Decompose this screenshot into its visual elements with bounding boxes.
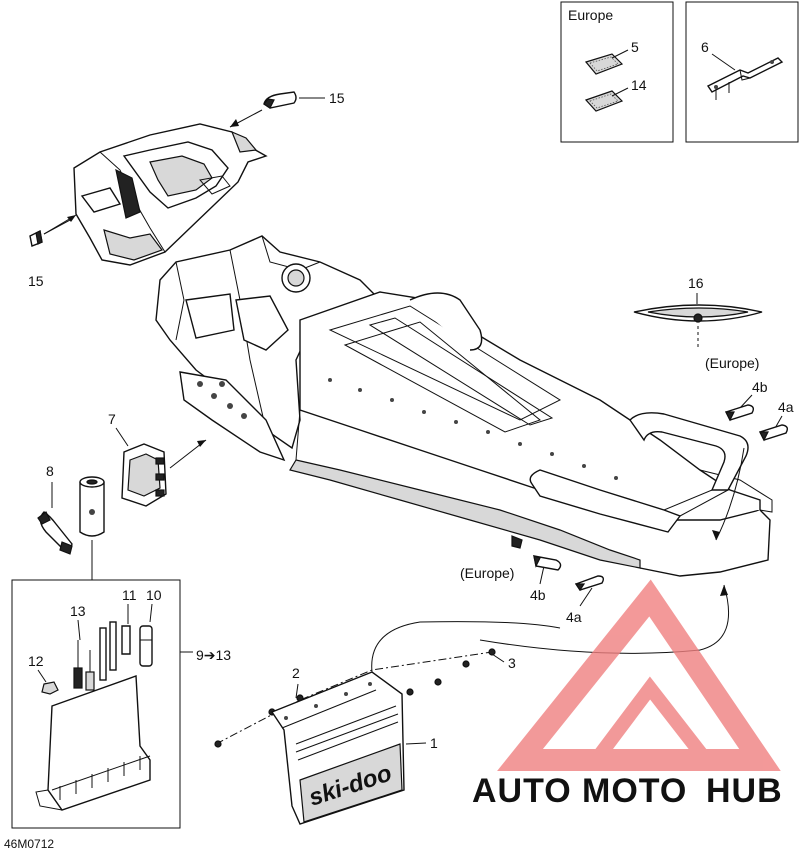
- callout-4b-right: 4b: [752, 379, 768, 395]
- callout-15-top: 15: [329, 90, 345, 106]
- callout-europe-right: (Europe): [705, 355, 759, 371]
- watermark-hub: HUB: [706, 772, 783, 810]
- fasteners: [214, 648, 496, 748]
- callout-8: 8: [46, 463, 54, 479]
- strip-4a-right: [759, 424, 789, 442]
- watermark-auto: AUTO: [472, 772, 572, 810]
- callout-4a-right: 4a: [778, 399, 794, 415]
- callout-1: 1: [430, 735, 438, 751]
- drawing-code: 46M0712: [4, 837, 54, 851]
- watermark-text: AUTO MOTO HUB: [472, 772, 783, 810]
- callout-9-13: 9➔13: [196, 647, 231, 663]
- strap-8: [37, 511, 73, 555]
- callout-4a-left: 4a: [566, 609, 582, 625]
- callout-5: 5: [631, 39, 639, 55]
- nut-12: [41, 681, 59, 695]
- emblem-16: [633, 304, 763, 323]
- front-body-panel: [73, 123, 268, 266]
- callout-11: 11: [122, 587, 137, 603]
- tool-bag: [79, 476, 105, 537]
- callout-16: 16: [688, 275, 704, 291]
- callout-3: 3: [508, 655, 516, 671]
- callout-2: 2: [292, 665, 300, 681]
- bracket-6: [706, 57, 784, 100]
- seat-pad-left: [29, 229, 43, 247]
- seat-pad-top: [263, 91, 297, 109]
- callout-14: 14: [631, 77, 647, 93]
- wrench-11: [99, 621, 131, 681]
- callout-12: 12: [28, 653, 44, 669]
- chassis-frame: [155, 235, 773, 577]
- cover-7: [121, 443, 167, 507]
- screwdriver: [73, 640, 83, 689]
- tool-kit-box: 9➔13 13 11 10 12: [11, 579, 231, 829]
- fuse-holder-10: [139, 625, 153, 667]
- strip-4a-left: [574, 575, 605, 592]
- callout-4b-left: 4b: [530, 587, 546, 603]
- strip-4b-left: [533, 555, 562, 571]
- inset-europe: Europe 5 14: [560, 1, 674, 143]
- inset-bracket: 6: [685, 1, 799, 143]
- watermark-logo: [497, 579, 781, 771]
- screwdriver-2: [85, 650, 95, 691]
- inset-europe-title: Europe: [568, 7, 613, 23]
- callout-10: 10: [146, 587, 162, 603]
- callout-europe-left: (Europe): [460, 565, 514, 581]
- callout-7: 7: [108, 411, 116, 427]
- snow-flap-1: ski-doo: [270, 671, 405, 825]
- callout-6: 6: [701, 39, 709, 55]
- callout-15-left: 15: [28, 273, 44, 289]
- decal-5: [584, 53, 624, 75]
- strip-4b-right: [725, 404, 755, 422]
- watermark-moto: MOTO: [582, 772, 687, 810]
- callout-13: 13: [70, 603, 86, 619]
